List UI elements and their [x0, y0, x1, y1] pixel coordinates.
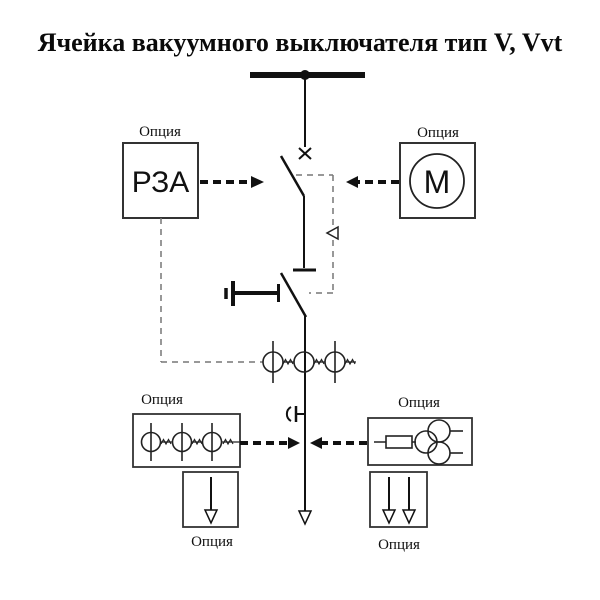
motor-drive-block: Опция M	[346, 125, 476, 219]
arrow-left-icon	[346, 176, 358, 188]
outgoing-left-block: Опция	[182, 471, 239, 550]
ct-box-to-line-arrow	[240, 437, 300, 449]
diagram-title: Ячейка вакуумного выключателя тип V, Vvt	[37, 28, 563, 57]
ground-symbol-icon	[224, 281, 280, 306]
down-arrow-icon	[381, 509, 397, 525]
ct-option-block: Опция	[132, 392, 300, 468]
ct-option-label: Опция	[141, 392, 183, 408]
squiggle-icon	[313, 358, 325, 366]
relay-box-text: РЗА	[132, 166, 189, 199]
relay-box	[122, 142, 199, 219]
arrow-left-icon	[310, 437, 322, 449]
earthing-switch-blade	[279, 272, 308, 318]
outgoing-right-box	[369, 471, 428, 528]
main-feeder-line	[279, 78, 316, 526]
squiggle-icon	[282, 358, 294, 366]
busbar-junction-dot	[300, 70, 310, 80]
vt-option-block: Опция	[310, 395, 473, 466]
ct-circle-icon	[293, 351, 315, 373]
motor-circle-icon	[409, 153, 465, 209]
vt-box-to-line-arrow	[310, 437, 367, 449]
motor-box	[399, 142, 476, 219]
vacuum-breaker-symbol	[279, 155, 316, 272]
withdrawable-contact-icon	[285, 406, 304, 422]
interlock-triangle-icon	[325, 225, 339, 241]
relay-to-breaker-arrow	[200, 176, 264, 188]
breaker-contact-x-icon	[298, 147, 312, 160]
vt-option-label: Опция	[398, 395, 440, 411]
motor-to-breaker-arrow	[346, 176, 399, 188]
ct-circle-icon	[140, 431, 162, 453]
ct-option-box	[132, 413, 241, 468]
down-arrow-icon	[203, 509, 219, 525]
ct-circle-icon	[171, 431, 193, 453]
motor-option-label: Опция	[417, 125, 459, 141]
relay-option-label: Опция	[139, 124, 181, 140]
down-arrow-icon	[401, 509, 417, 525]
motor-box-text: M	[424, 164, 451, 200]
fuse-icon	[385, 435, 413, 449]
current-transformers-inline	[262, 341, 356, 383]
outgoing-feeder-arrow-icon	[297, 510, 313, 526]
squiggle-icon	[160, 438, 172, 446]
ct-circle-icon	[262, 351, 284, 373]
relay-ct-wiring-dashed	[160, 218, 263, 363]
arrow-right-icon	[251, 176, 264, 188]
relay-protection-block: Опция РЗА	[122, 124, 264, 363]
busbar	[250, 70, 365, 80]
arrow-right-icon	[288, 437, 300, 449]
breaker-enclosure-dashed	[296, 174, 339, 294]
outgoing-left-label: Опция	[191, 534, 233, 550]
outgoing-right-label: Опция	[378, 537, 420, 553]
squiggle-icon	[191, 438, 203, 446]
ct-circle-icon	[201, 431, 223, 453]
ct-circle-icon	[324, 351, 346, 373]
squiggle-icon	[344, 358, 356, 366]
outgoing-right-block: Опция	[369, 471, 428, 553]
squiggle-icon	[222, 438, 234, 446]
